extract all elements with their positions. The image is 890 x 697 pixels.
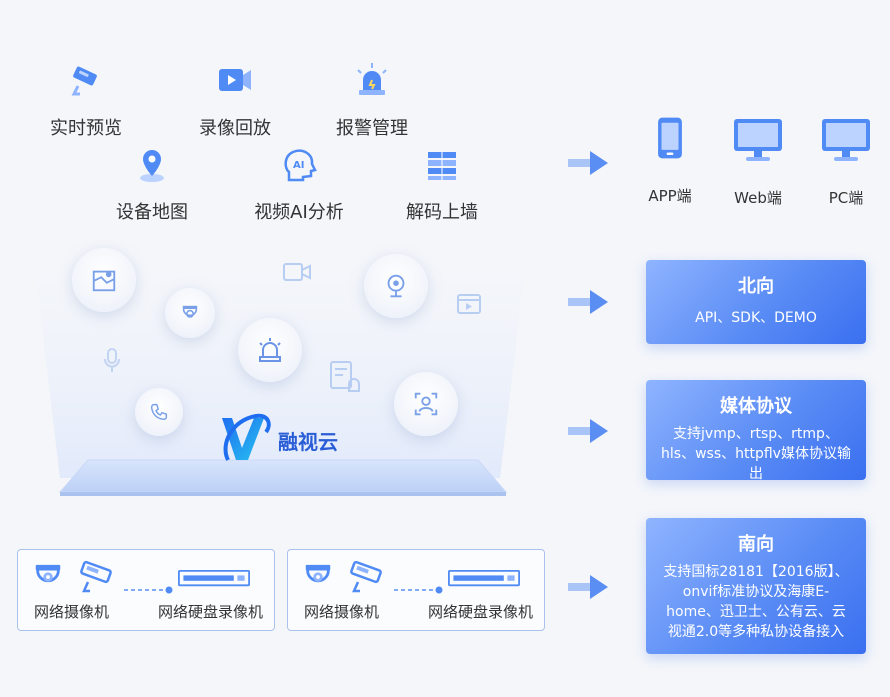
device-group-2: 网络摄像机 网络硬盘录像机 (287, 549, 545, 631)
feature-label: 报警管理 (336, 118, 408, 139)
north-title: 北向 (738, 276, 774, 297)
bubble-face (394, 372, 458, 436)
device-group-1: 网络摄像机 网络硬盘录像机 (17, 549, 275, 631)
camera-label: 网络摄像机 (304, 603, 380, 621)
video-wall-icon (428, 152, 456, 180)
alarm-log-icon (330, 361, 360, 392)
map-icon (92, 270, 116, 292)
dashed-connector (394, 586, 443, 594)
platform-name: 融视云 (278, 430, 338, 454)
client-label: APP端 (648, 187, 692, 205)
nvr-label: 网络硬盘录像机 (428, 603, 534, 621)
nvr-icon (448, 570, 520, 587)
video-camera-icon (283, 263, 311, 281)
feature-label: 视频AI分析 (254, 202, 344, 223)
feature-decode-wall[interactable]: 解码上墙 (400, 146, 484, 224)
dome-camera-icon (182, 305, 198, 318)
south-desc: 支持国标28181【2016版】、onvif标准协议及海康E-home、迅卫士、… (663, 564, 849, 640)
client-label: PC端 (828, 189, 864, 207)
monitor-icon (734, 119, 782, 161)
phone-icon (658, 117, 682, 159)
alarm-light-icon (259, 338, 281, 362)
feature-label: 解码上墙 (406, 202, 478, 223)
video-file-icon (457, 294, 481, 314)
bubble-alarm (238, 318, 302, 382)
client-label: Web端 (734, 189, 782, 207)
client-pc[interactable]: PC端 (816, 117, 876, 208)
arrow-right-icon (568, 419, 608, 443)
v-logo-icon (222, 413, 271, 461)
map-pin-icon (140, 150, 164, 182)
camera-label: 网络摄像机 (34, 603, 110, 621)
video-play-icon (219, 69, 251, 91)
face-recognition-icon (414, 392, 438, 416)
bullet-camera-icon (350, 560, 382, 593)
platform-base (58, 459, 508, 496)
feature-device-map[interactable]: 设备地图 (110, 146, 194, 224)
media-box: 媒体协议 支持jvmp、rtsp、rtmp、hls、wss、httpflv媒体协… (646, 380, 866, 482)
arrow-right-icon (568, 151, 608, 175)
microphone-icon (104, 348, 120, 372)
arrow-right-icon (568, 290, 608, 314)
alarm-light-icon (357, 63, 387, 95)
feature-label: 录像回放 (199, 118, 271, 139)
south-box: 南向 支持国标28181【2016版】、onvif标准协议及海康E-home、迅… (646, 518, 866, 654)
north-desc: API、SDK、DEMO (695, 310, 817, 326)
nvr-icon (178, 570, 250, 587)
bullet-camera-icon (80, 560, 112, 593)
client-web[interactable]: Web端 (728, 117, 788, 208)
dome-camera-icon (35, 564, 61, 583)
bubble-phone (135, 388, 183, 436)
nvr-label: 网络硬盘录像机 (158, 603, 264, 621)
feature-label: 设备地图 (116, 202, 188, 223)
bubble-map (72, 248, 136, 312)
webcam-icon (387, 274, 405, 298)
svg-text:AI: AI (293, 160, 304, 171)
feature-playback[interactable]: 录像回放 (193, 60, 277, 140)
feature-ai-analysis[interactable]: AI 视频AI分析 (244, 146, 354, 224)
feature-live-preview[interactable]: 实时预览 (44, 60, 128, 140)
dashed-connector (124, 586, 173, 594)
media-title: 媒体协议 (720, 396, 792, 417)
client-app[interactable]: APP端 (640, 115, 700, 206)
media-desc: 支持jvmp、rtsp、rtmp、hls、wss、httpflv媒体协议输出 (661, 426, 851, 482)
camera-icon (71, 66, 97, 96)
arrow-right-icon (568, 575, 608, 599)
bubble-dome-camera (165, 288, 215, 338)
feature-label: 实时预览 (50, 118, 122, 139)
dome-camera-icon (305, 564, 331, 583)
ai-head-icon: AI (284, 149, 317, 182)
feature-alarm[interactable]: 报警管理 (330, 60, 414, 140)
monitor-icon (822, 119, 870, 161)
north-box: 北向 API、SDK、DEMO (646, 260, 866, 344)
south-title: 南向 (738, 534, 774, 555)
platform-logo: 融视云 (218, 410, 358, 466)
phone-call-icon (150, 403, 168, 421)
bubble-webcam (364, 254, 428, 318)
